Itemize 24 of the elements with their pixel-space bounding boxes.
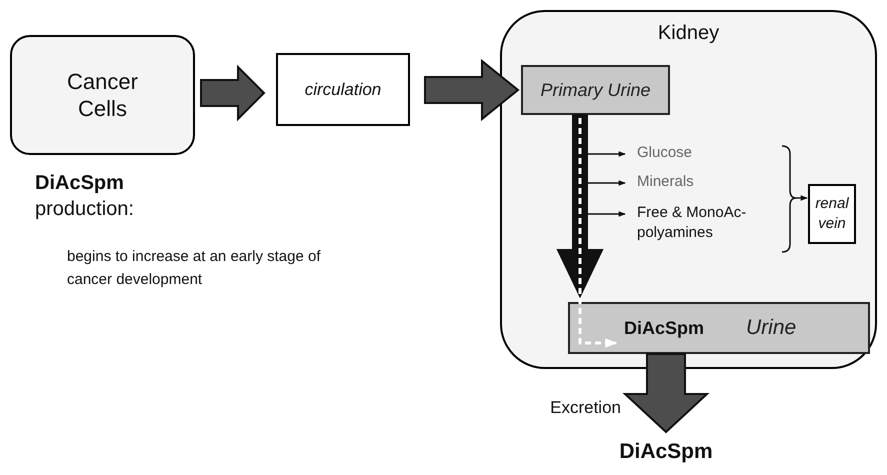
text-label: DiAcSpm [600, 436, 732, 466]
rounded-box: Cancer Cells [10, 35, 195, 155]
block-arrow [556, 114, 604, 298]
box-text: DiAcSpm [624, 316, 704, 340]
block-arrow [622, 353, 710, 434]
arrow [587, 211, 626, 217]
process-box [568, 302, 870, 354]
block-arrow [424, 58, 520, 122]
text-label: Minerals [637, 172, 727, 192]
arrow [587, 180, 626, 186]
text-label: Free & MonoAc-polyamines [637, 203, 777, 245]
process-box: Primary Urine [521, 65, 670, 115]
text-label: Glucose [637, 143, 727, 163]
box-text: Urine [746, 315, 796, 342]
arrow [578, 118, 618, 348]
arrow [587, 151, 626, 157]
arrow [795, 195, 808, 201]
container-title: Kidney [656, 21, 720, 46]
organ-container [500, 10, 877, 369]
caption-text: DiAcSpm production: [35, 171, 135, 222]
process-box: circulation [276, 53, 410, 126]
process-box: renal vein [808, 184, 856, 244]
caption-text: begins to increase at an early stage of cancer development [67, 247, 322, 290]
block-arrow [200, 64, 266, 122]
